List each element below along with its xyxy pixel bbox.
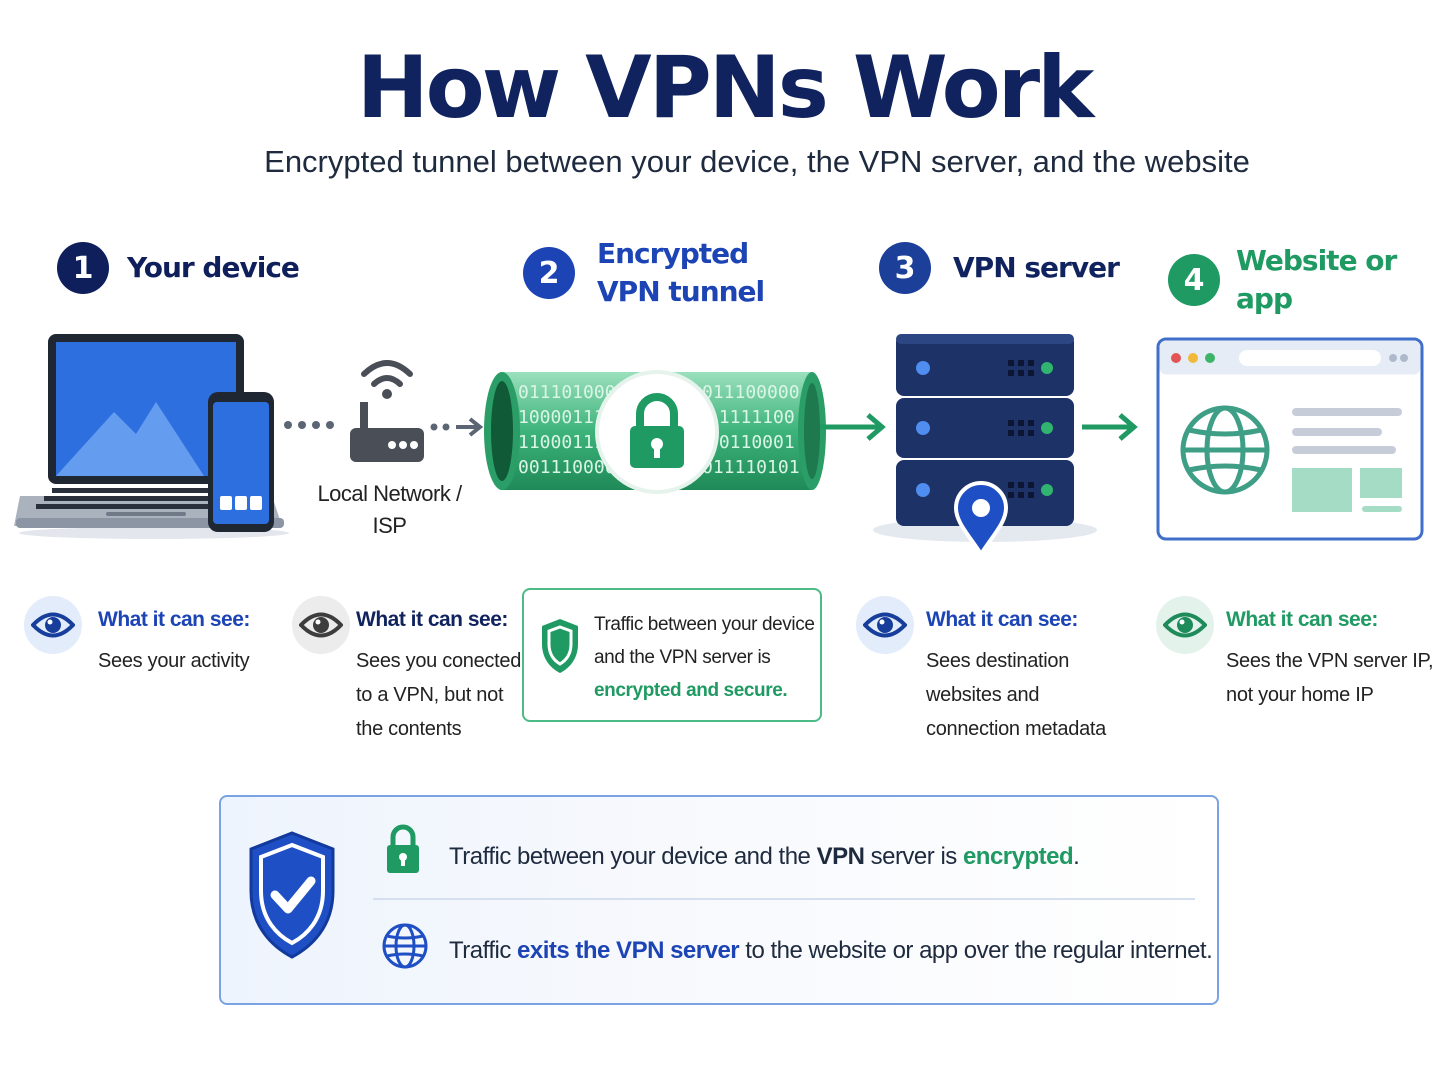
eye-icon [24, 596, 82, 654]
tunnel-binary-text: 011110101 [702, 457, 800, 478]
step-label: Website or app [1236, 244, 1397, 315]
step-label: Encrypted VPN tunnel [597, 237, 765, 308]
visibility-heading: What it can see: [98, 608, 250, 631]
summary-highlight: encrypted [962, 843, 1074, 870]
device-visibility: What it can see: Sees your activity [98, 606, 288, 678]
visibility-body: Sees destination websites and connection… [926, 650, 1106, 740]
summary-text: . [1073, 843, 1080, 870]
step-number-badge: 1 [57, 242, 109, 294]
arrow-into-tunnel-icon [430, 417, 484, 437]
encrypted-tunnel-graphic: 011101000 1000011111 1100011110 00111000… [484, 370, 826, 494]
shield-icon [542, 619, 578, 673]
visibility-body: Sees your activity [98, 650, 250, 672]
eye-icon [1156, 596, 1214, 654]
shield-check-icon [249, 831, 335, 959]
arrow-to-server-icon [820, 413, 886, 441]
server-visibility: What it can see: Sees destination websit… [926, 606, 1126, 746]
summary-line-exit: Traffic exits the VPN server to the webs… [449, 935, 1219, 967]
connector-dots [284, 421, 334, 429]
visibility-heading: What it can see: [356, 608, 508, 631]
page-title: How VPNs Work [356, 38, 1095, 138]
step-encrypted-tunnel: 2 Encrypted VPN tunnel [523, 235, 765, 311]
summary-text: Traffic between your device and the [449, 843, 817, 870]
visibility-heading: What it can see: [926, 608, 1078, 631]
arrow-to-website-icon [1082, 413, 1138, 441]
step-label: Your device [127, 251, 300, 284]
step-number-badge: 3 [879, 242, 931, 294]
laptop-phone-icon [14, 334, 289, 539]
isp-visibility: What it can see: Sees you conected to a … [356, 606, 526, 746]
tunnel-binary-text: 001110000 [518, 457, 616, 478]
website-browser-icon [1156, 337, 1424, 541]
step-website-or-app: 4 Website or app [1168, 242, 1448, 318]
tunnel-note-highlight: encrypted and secure. [594, 680, 788, 701]
tunnel-binary-text: 011101000 [518, 382, 616, 403]
summary-divider [373, 898, 1195, 900]
step-label: VPN server [953, 251, 1120, 284]
summary-text-bold: VPN [816, 843, 865, 870]
globe-icon [382, 923, 428, 969]
step-number-badge: 2 [523, 247, 575, 299]
page-subtitle: Encrypted tunnel between your device, th… [264, 144, 1250, 179]
eye-icon [856, 596, 914, 654]
step-number-badge: 4 [1168, 254, 1220, 306]
eye-icon [292, 596, 350, 654]
lock-icon [387, 824, 419, 873]
visibility-heading: What it can see: [1226, 608, 1378, 631]
tunnel-binary-text: 11111100 [708, 407, 795, 428]
tunnel-binary-text: 011100000 [702, 382, 800, 403]
visibility-body: Sees you conected to a VPN, but not the … [356, 650, 522, 740]
tunnel-note-card: Traffic between your device and the VPN … [522, 588, 822, 722]
tunnel-note-text: Traffic between your device and the VPN … [594, 614, 815, 668]
visibility-body: Sees the VPN server IP, not your home IP [1226, 650, 1434, 706]
website-visibility: What it can see: Sees the VPN server IP,… [1226, 606, 1446, 712]
summary-line-encrypted: Traffic between your device and the VPN … [449, 841, 1209, 873]
step-vpn-server: 3 VPN server [879, 242, 1120, 294]
summary-text: Traffic [449, 937, 518, 964]
router-icon [350, 360, 424, 462]
summary-highlight: exits the VPN server [517, 937, 740, 964]
tunnel-binary-text: 00110001 [708, 432, 795, 453]
summary-box: Traffic between your device and the VPN … [219, 795, 1219, 1005]
summary-text: to the website or app over the regular i… [739, 937, 1213, 964]
summary-text: server is [864, 843, 963, 870]
vpn-server-icon [873, 334, 1097, 558]
router-label: Local Network / ISP [317, 481, 462, 538]
step-your-device: 1 Your device [57, 242, 300, 294]
